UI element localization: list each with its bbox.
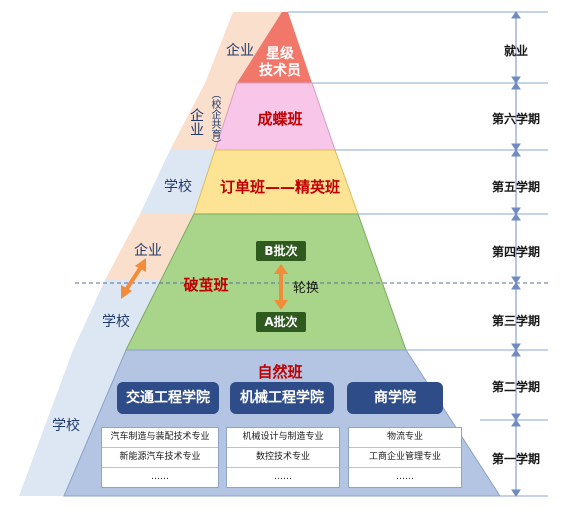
tier-natural-label: 自然班 bbox=[257, 363, 303, 381]
side-enterprise-top: 企业 bbox=[226, 43, 254, 59]
semester-6: 第六学期 bbox=[491, 112, 540, 126]
major-item: …… bbox=[274, 472, 292, 482]
major-item: 汽车制造与装配技术专业 bbox=[102, 428, 218, 448]
semester-4: 第四学期 bbox=[491, 245, 540, 259]
enterprise-school-swap-arrow bbox=[121, 258, 146, 299]
major-item: …… bbox=[151, 472, 169, 482]
tier-star-line1: 星级 bbox=[266, 46, 294, 62]
semester-2: 第二学期 bbox=[491, 380, 540, 394]
semester-5: 第五学期 bbox=[491, 180, 540, 194]
semester-3: 第三学期 bbox=[491, 314, 540, 328]
majors-business: 物流专业 工商企业管理专业 …… bbox=[348, 427, 462, 488]
tier-star-label: 星级 技术员 bbox=[250, 46, 310, 80]
side-school-3: 学校 bbox=[102, 314, 130, 330]
a-batch-label: A批次 bbox=[256, 312, 306, 332]
tier-star bbox=[237, 12, 312, 83]
rotation-label: 轮换 bbox=[293, 281, 320, 296]
side-school-bottom: 学校 bbox=[52, 418, 80, 434]
college-transport: 交通工程学院 bbox=[117, 382, 219, 414]
college-business: 商学院 bbox=[347, 382, 443, 414]
semester-1: 第一学期 bbox=[491, 452, 540, 466]
majors-mechanical: 机械设计与制造专业 数控技术专业 …… bbox=[226, 427, 340, 488]
tier-order-label: 订单班——精英班 bbox=[219, 178, 340, 196]
side-enterprise-co: 企业 bbox=[188, 108, 204, 136]
side-joint-note: （校企共育） bbox=[209, 89, 220, 149]
tier-star-line2: 技术员 bbox=[259, 63, 301, 79]
b-batch-label: B批次 bbox=[256, 241, 306, 261]
major-item: 新能源汽车技术专业 bbox=[102, 448, 218, 468]
side-enterprise-4: 企业 bbox=[134, 243, 162, 259]
majors-transport: 汽车制造与装配技术专业 新能源汽车技术专业 …… bbox=[101, 427, 219, 488]
major-item: 工商企业管理专业 bbox=[349, 448, 461, 468]
major-item: 数控技术专业 bbox=[227, 448, 339, 468]
tier-cocoon-label: 破茧班 bbox=[183, 276, 229, 294]
college-mechanical: 机械工程学院 bbox=[230, 382, 334, 414]
semester-timeline bbox=[511, 11, 521, 497]
tier-butterfly-label: 成蝶班 bbox=[257, 110, 303, 128]
major-item: 机械设计与制造专业 bbox=[227, 428, 339, 448]
semester-employment: 就业 bbox=[503, 44, 528, 58]
major-item: …… bbox=[396, 472, 414, 482]
side-school-5: 学校 bbox=[164, 179, 192, 195]
major-item: 物流专业 bbox=[349, 428, 461, 448]
batch-rotation-arrow bbox=[274, 264, 288, 310]
